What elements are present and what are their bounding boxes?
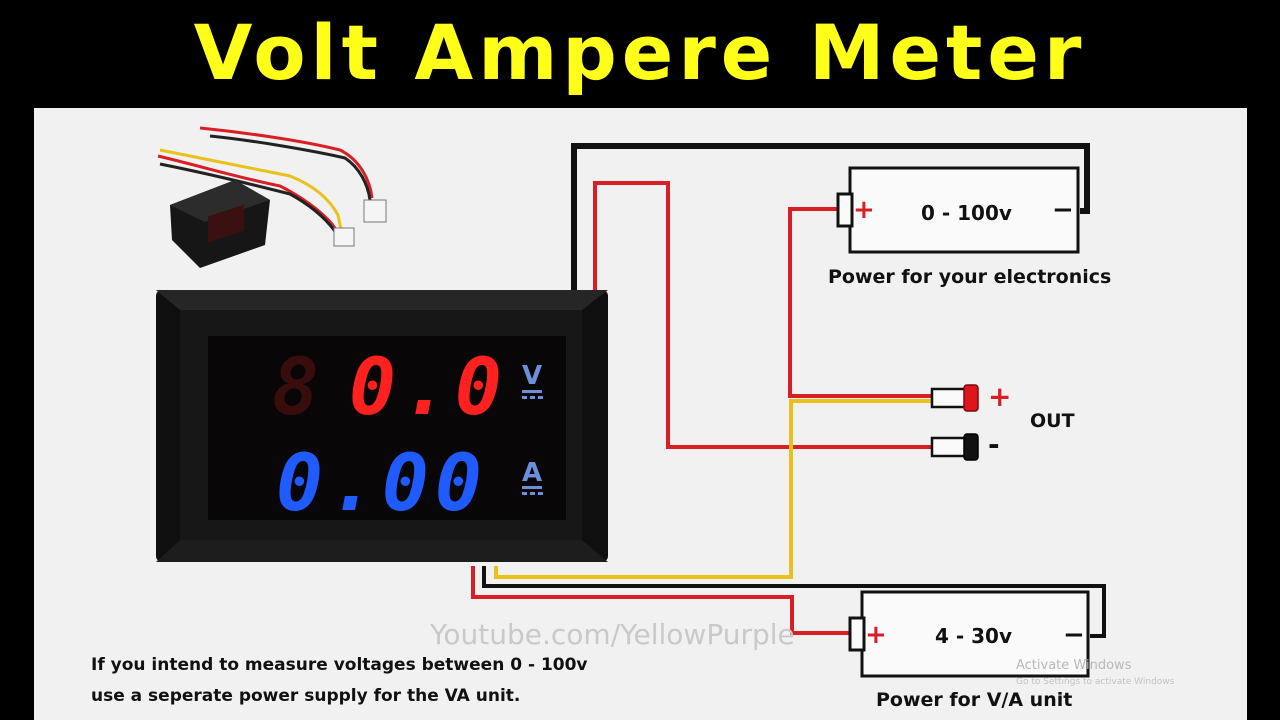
note-line-1: If you intend to measure voltages betwee… [91, 655, 588, 675]
wire-red-out-minus [593, 181, 932, 449]
title-banner: Volt Ampere Meter [0, 0, 1280, 106]
battery-top-plus: + [853, 195, 875, 225]
battery-bottom-plus: + [865, 620, 887, 650]
volt-ampere-meter: 8 0.0 0.00 V A [156, 290, 608, 562]
module-photo [157, 126, 387, 268]
watermark: Youtube.com/YellowPurple [430, 618, 795, 651]
battery-top-minus: − [1052, 195, 1074, 225]
wire-yellow [494, 399, 932, 579]
page-title: Volt Ampere Meter [193, 8, 1087, 97]
wire-black-bottom [482, 566, 1106, 638]
activation-subtitle: Go to Settings to activate Windows [1016, 677, 1175, 687]
battery-bottom-minus: − [1063, 620, 1085, 650]
battery-bottom-caption: Power for V/A unit [876, 689, 1073, 711]
activation-title: Activate Windows [1016, 658, 1132, 673]
note-line-2: use a seperate power supply for the VA u… [91, 686, 521, 706]
amp-reading: 0.00 [276, 439, 488, 529]
out-plus-terminal [930, 384, 979, 412]
out-plus-sign: + [988, 380, 1012, 413]
volt-reading: 0.0 [349, 343, 508, 433]
out-minus-terminal [930, 433, 979, 461]
battery-bottom-label: 4 - 30v [935, 624, 1013, 648]
wire-red-bottom [471, 566, 850, 635]
wire-black-top [571, 143, 1090, 292]
out-minus-sign: - [988, 428, 1000, 461]
wires [471, 143, 1106, 638]
out-label: OUT [1030, 410, 1075, 432]
battery-top [836, 166, 1080, 254]
wire-red-battery-plus [788, 207, 932, 398]
volt-unit-label: V [522, 361, 542, 391]
battery-bottom [848, 590, 1090, 678]
amp-unit-label: A [522, 458, 542, 488]
battery-top-caption: Power for your electronics [828, 266, 1112, 288]
svg-text:8: 8 [272, 343, 319, 433]
battery-top-label: 0 - 100v [921, 201, 1012, 225]
